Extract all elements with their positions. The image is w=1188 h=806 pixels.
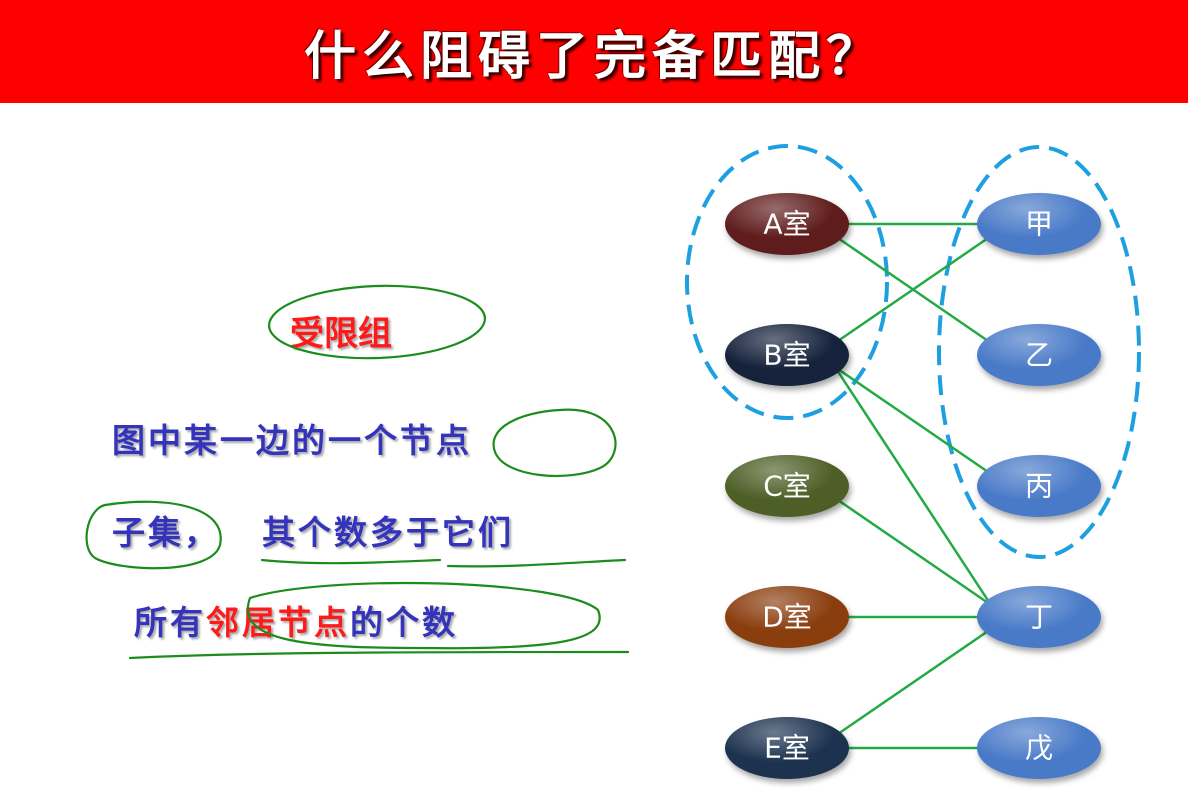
edge-B-jia	[834, 234, 992, 345]
node-B: B室	[725, 324, 849, 386]
right-group-outline	[937, 145, 1141, 559]
ink-circle-heading	[267, 284, 487, 360]
ink-circle-subset	[85, 500, 222, 570]
group-outlines	[685, 144, 1141, 559]
node-ding-shine	[977, 586, 1101, 648]
node-D-label: D室	[762, 601, 812, 634]
node-C-shine	[725, 455, 849, 517]
node-E-label: E室	[764, 732, 810, 765]
node-C: C室	[725, 455, 849, 517]
ink-underline-line3	[128, 650, 630, 660]
left-group-outline	[685, 144, 889, 420]
ink-underline-count	[260, 558, 627, 568]
node-yi-label: 乙	[1025, 339, 1053, 372]
node-C-label: C室	[763, 470, 811, 503]
node-yi-shine	[977, 324, 1101, 386]
edges	[833, 222, 993, 750]
edge-B-ding	[833, 366, 993, 606]
node-wu-shine	[977, 717, 1101, 779]
node-wu: 戊	[977, 717, 1101, 779]
node-jia: 甲	[977, 193, 1101, 255]
line3-suffix: 的个数	[350, 603, 458, 642]
node-A-shine	[725, 193, 849, 255]
line3-prefix: 所有	[134, 603, 206, 642]
node-jia-shine	[977, 193, 1101, 255]
node-jia-label: 甲	[1025, 208, 1053, 241]
definition-line-1: 图中某一边的一个节点	[112, 421, 472, 460]
node-bing-label: 丙	[1025, 470, 1053, 503]
edge-B-bing	[834, 365, 992, 476]
node-E: E室	[725, 717, 849, 779]
node-B-label: B室	[763, 339, 810, 372]
definition-line-2b: 其个数多于它们	[262, 513, 514, 552]
node-D: D室	[725, 586, 849, 648]
node-ding: 丁	[977, 586, 1101, 648]
ink-annotations	[85, 284, 630, 660]
node-ding-label: 丁	[1025, 601, 1053, 634]
title-bar: 什么阻碍了完备匹配？	[0, 0, 1188, 103]
slide-title: 什么阻碍了完备匹配？	[303, 27, 884, 87]
ink-circle-nodes	[492, 408, 617, 477]
node-B-shine	[725, 324, 849, 386]
definition-line-2a: 子集，	[112, 513, 220, 552]
node-wu-label: 戊	[1025, 732, 1053, 765]
edge-E-ding	[834, 627, 992, 738]
node-D-shine	[725, 586, 849, 648]
node-yi: 乙	[977, 324, 1101, 386]
node-E-shine	[725, 717, 849, 779]
edge-C-ding	[834, 496, 992, 607]
node-bing-shine	[977, 455, 1101, 517]
node-bing: 丙	[977, 455, 1101, 517]
node-A: A室	[725, 193, 849, 255]
node-A-label: A室	[763, 208, 810, 241]
ink-circle-neighbors	[246, 581, 601, 650]
constricted-set-heading: 受限组	[290, 314, 392, 354]
